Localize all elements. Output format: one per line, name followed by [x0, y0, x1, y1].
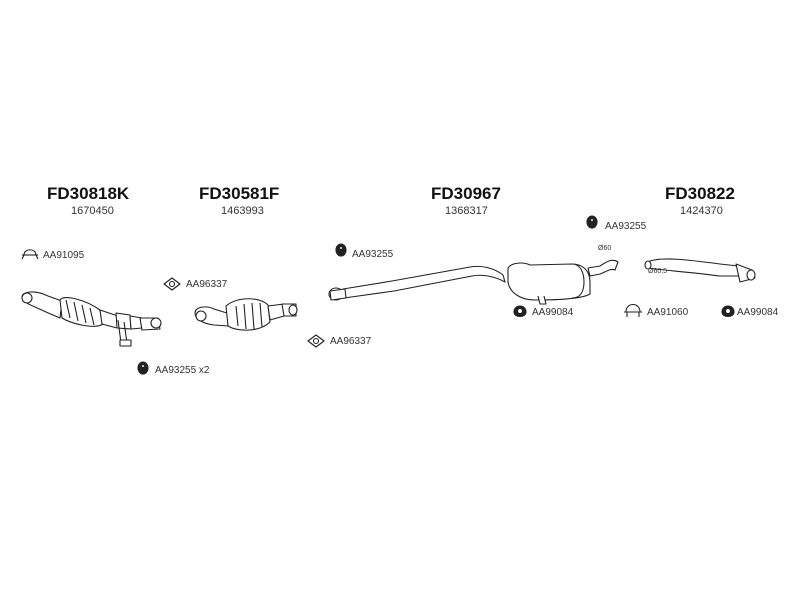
diameter-label: Ø60,5	[648, 268, 668, 275]
accessory-label: AA93255	[352, 249, 394, 260]
part-code-4: FD30822	[665, 184, 735, 203]
tail-pipe	[644, 258, 756, 283]
clamp-icon	[21, 249, 39, 260]
part-code-2: FD30581F	[199, 184, 280, 203]
oe-number-4: 1424370	[680, 205, 723, 217]
rubber-mount-icon	[335, 243, 347, 257]
accessory-label: AA91060	[647, 307, 689, 318]
clamp-icon	[624, 303, 642, 317]
accessory-label: AA91095	[43, 250, 85, 261]
exhaust-mount-icon	[721, 305, 735, 318]
part-code-3: FD30967	[431, 184, 501, 203]
oe-number-2: 1463993	[221, 205, 264, 217]
catalytic-converter-front	[21, 291, 162, 347]
middle-pipe-silencer	[328, 259, 619, 305]
rubber-mount-icon	[586, 215, 598, 229]
exhaust-mount-icon	[513, 305, 527, 318]
oe-number-3: 1368317	[445, 205, 488, 217]
diameter-label: Ø60	[598, 245, 612, 252]
accessory-label: AA96337	[186, 279, 228, 290]
accessory-label: AA93255 x2	[155, 365, 210, 376]
gasket-icon	[163, 277, 181, 291]
catalytic-converter-rear	[194, 298, 298, 331]
accessory-label: AA93255	[605, 221, 647, 232]
accessory-label: AA99084	[532, 307, 574, 318]
part-code-1: FD30818K	[47, 184, 130, 203]
oe-number-1: 1670450	[71, 205, 114, 217]
gasket-icon	[307, 334, 325, 348]
accessory-label: AA99084	[737, 307, 779, 318]
rubber-mount-icon	[137, 361, 149, 375]
accessory-label: AA96337	[330, 336, 372, 347]
